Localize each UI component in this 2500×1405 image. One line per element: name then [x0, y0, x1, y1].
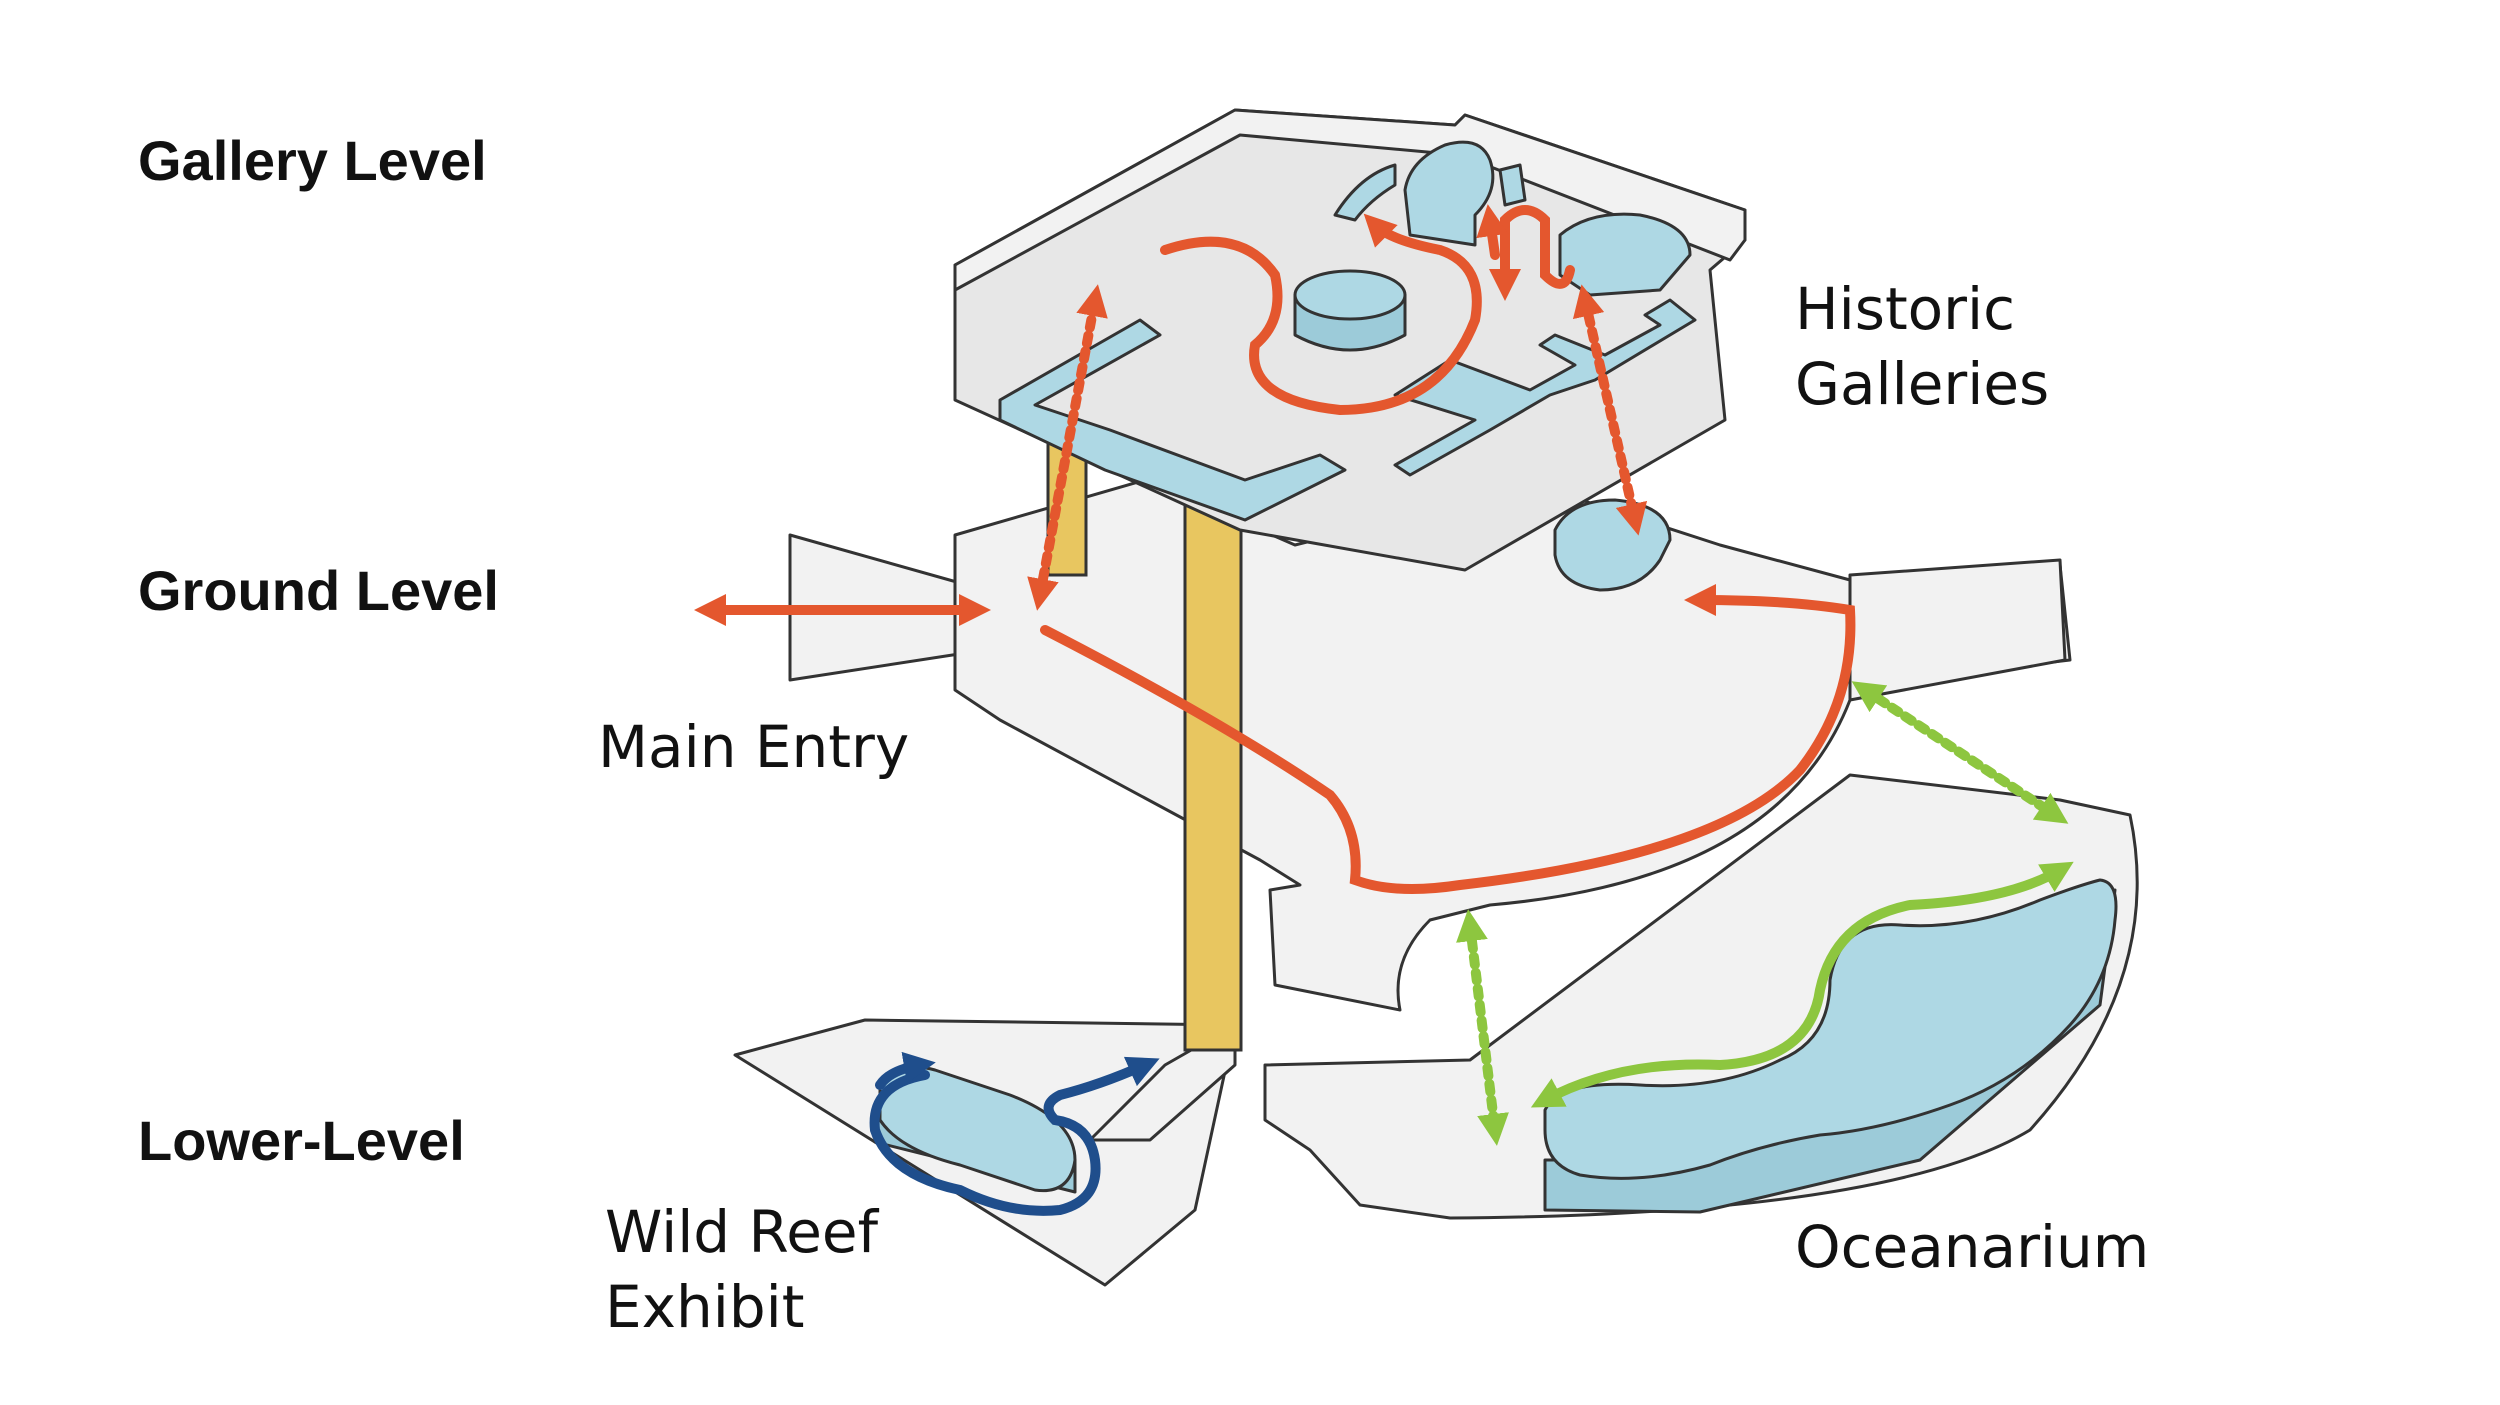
wild-reef-start-arrow	[875, 1051, 936, 1090]
ground-right-wing	[1848, 558, 2067, 702]
gallery-short-arrow	[1476, 204, 1509, 260]
historic-galleries-label: Historic Galleries	[1795, 275, 2050, 419]
oceanarium-route	[1456, 681, 2074, 1146]
lower-level-label: Lower-Level	[138, 1109, 465, 1172]
gallery-level-wall	[953, 108, 1747, 292]
wild-reef-route	[869, 1051, 1160, 1216]
gallery-bench-curve	[1333, 163, 1397, 222]
ground-route-arrow	[1040, 584, 1856, 894]
gallery-zigzag-arrow	[1488, 205, 1575, 302]
oceanarium-link-arrow-right	[1851, 681, 2069, 824]
main-entry-label: Main Entry	[598, 713, 910, 781]
oceanarium-loop-arrow	[1530, 861, 2074, 1108]
wild-reef-loop-arrow	[869, 1056, 1160, 1216]
gallery-tank-cluster-mid	[1498, 163, 1527, 207]
gallery-stair-arrow-left	[1027, 284, 1108, 611]
oceanarium-label: Oceanarium	[1795, 1213, 2150, 1281]
gallery-tank-cluster-right	[1558, 212, 1692, 297]
gallery-loop-arrow	[1160, 213, 1482, 416]
gallery-level-label: Gallery Level	[138, 129, 487, 192]
ground-level-label: Ground Level	[138, 559, 499, 622]
main-visitor-route	[693, 204, 1856, 894]
oceanarium-link-arrow-left	[1456, 909, 1509, 1146]
round-tank	[1293, 269, 1407, 321]
gallery-stair-arrow-right	[1572, 284, 1648, 536]
wild-reef-label: Wild Reef Exhibit	[605, 1198, 879, 1342]
